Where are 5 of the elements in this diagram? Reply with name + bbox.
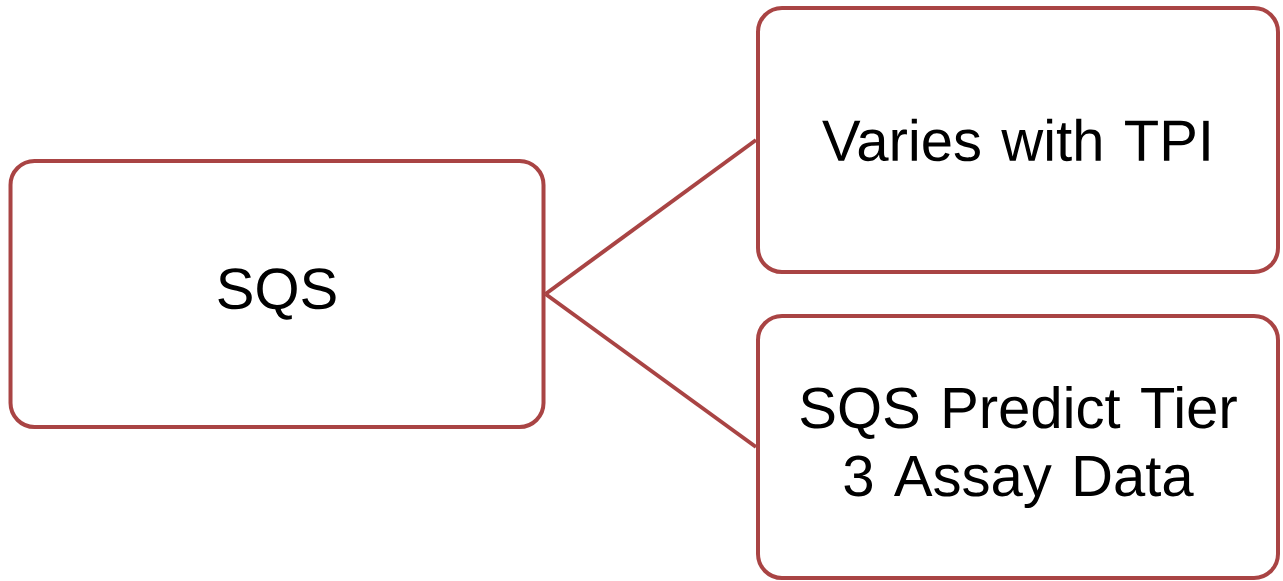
process-box: Varies with TPI: [756, 6, 1280, 274]
process-box: SQS: [8, 159, 546, 429]
connector-line: [544, 292, 758, 449]
process-box: SQS Predict Tier 3 Assay Data: [756, 314, 1280, 580]
connector-line: [544, 138, 758, 296]
